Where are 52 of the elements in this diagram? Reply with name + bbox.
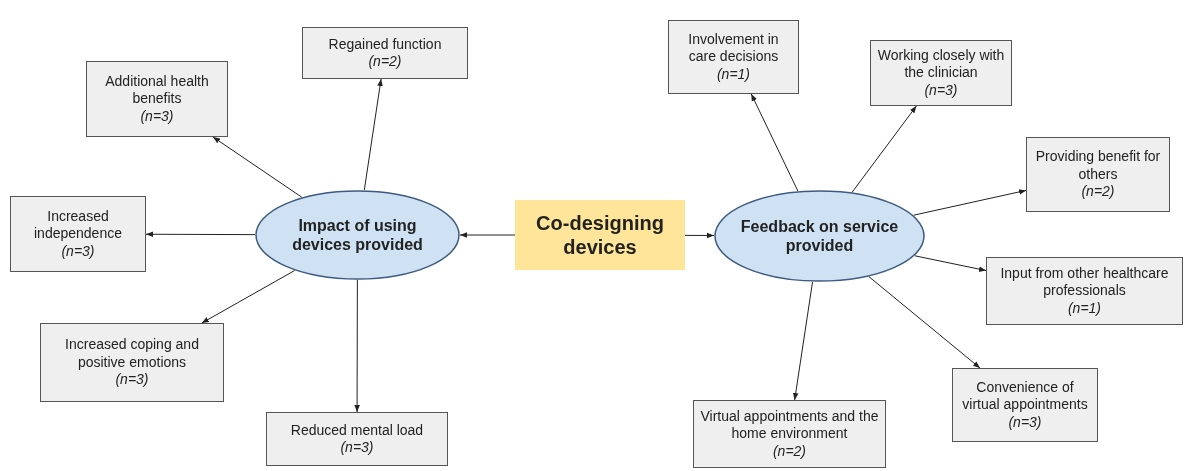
subtheme-box <box>302 27 468 79</box>
arrow <box>684 232 715 239</box>
subtheme-box <box>86 61 228 137</box>
subtheme-box <box>40 323 224 402</box>
arrow <box>750 93 799 192</box>
count-label: (n=3) <box>140 107 174 126</box>
node-label: Involvement in care decisions <box>687 30 780 66</box>
count-label: (n=3) <box>924 81 958 100</box>
arrow <box>201 270 296 324</box>
node-label: Increased coping and positive emotions <box>64 336 200 372</box>
arrow <box>459 232 516 238</box>
arrow <box>145 231 256 238</box>
node-label: Input from other healthcare professionals <box>999 264 1170 300</box>
theme-ellipse <box>255 190 460 280</box>
count-label: (n=2) <box>1081 183 1115 201</box>
subtheme-box <box>952 368 1098 442</box>
node-label: Impact of using devices provided <box>291 215 424 255</box>
arrow <box>868 276 981 369</box>
topic-box <box>515 200 685 270</box>
arrow <box>212 136 303 198</box>
node-label: Virtual appointments and the home environment <box>699 407 880 443</box>
count-label: (n=2) <box>772 442 807 461</box>
arrow <box>914 255 987 272</box>
theme-ellipse <box>714 190 925 282</box>
count-label: (n=2) <box>368 53 402 71</box>
node-label: Reduced mental load <box>290 421 424 439</box>
subtheme-box <box>693 400 886 468</box>
arrow <box>363 78 383 191</box>
subtheme-box <box>10 196 146 272</box>
count-label: (n=1) <box>716 65 751 84</box>
subtheme-box <box>870 40 1012 106</box>
arrow <box>913 189 1027 216</box>
count-label: (n=3) <box>340 439 374 457</box>
count-label: (n=3) <box>1008 413 1042 432</box>
node-label: Convenience of virtual appointments <box>961 378 1089 414</box>
arrow <box>851 105 917 193</box>
node-label: Feedback on service provided <box>739 216 900 256</box>
node-label: Working closely with the clinician <box>876 46 1006 82</box>
subtheme-box <box>986 257 1183 325</box>
arrow <box>792 281 814 401</box>
node-label: Increased independence <box>33 207 123 243</box>
node-label: Providing benefit for others <box>1034 148 1162 184</box>
count-label: (n=3) <box>61 242 95 261</box>
node-label: Co-designing devices <box>535 211 665 259</box>
node-label: Regained function <box>328 35 442 53</box>
subtheme-box <box>266 412 448 466</box>
subtheme-box <box>668 20 799 94</box>
arrow <box>354 279 360 413</box>
count-label: (n=3) <box>115 371 149 389</box>
node-label: Additional health benefits <box>104 72 210 108</box>
count-label: (n=1) <box>1067 299 1102 318</box>
subtheme-box <box>1026 137 1170 212</box>
